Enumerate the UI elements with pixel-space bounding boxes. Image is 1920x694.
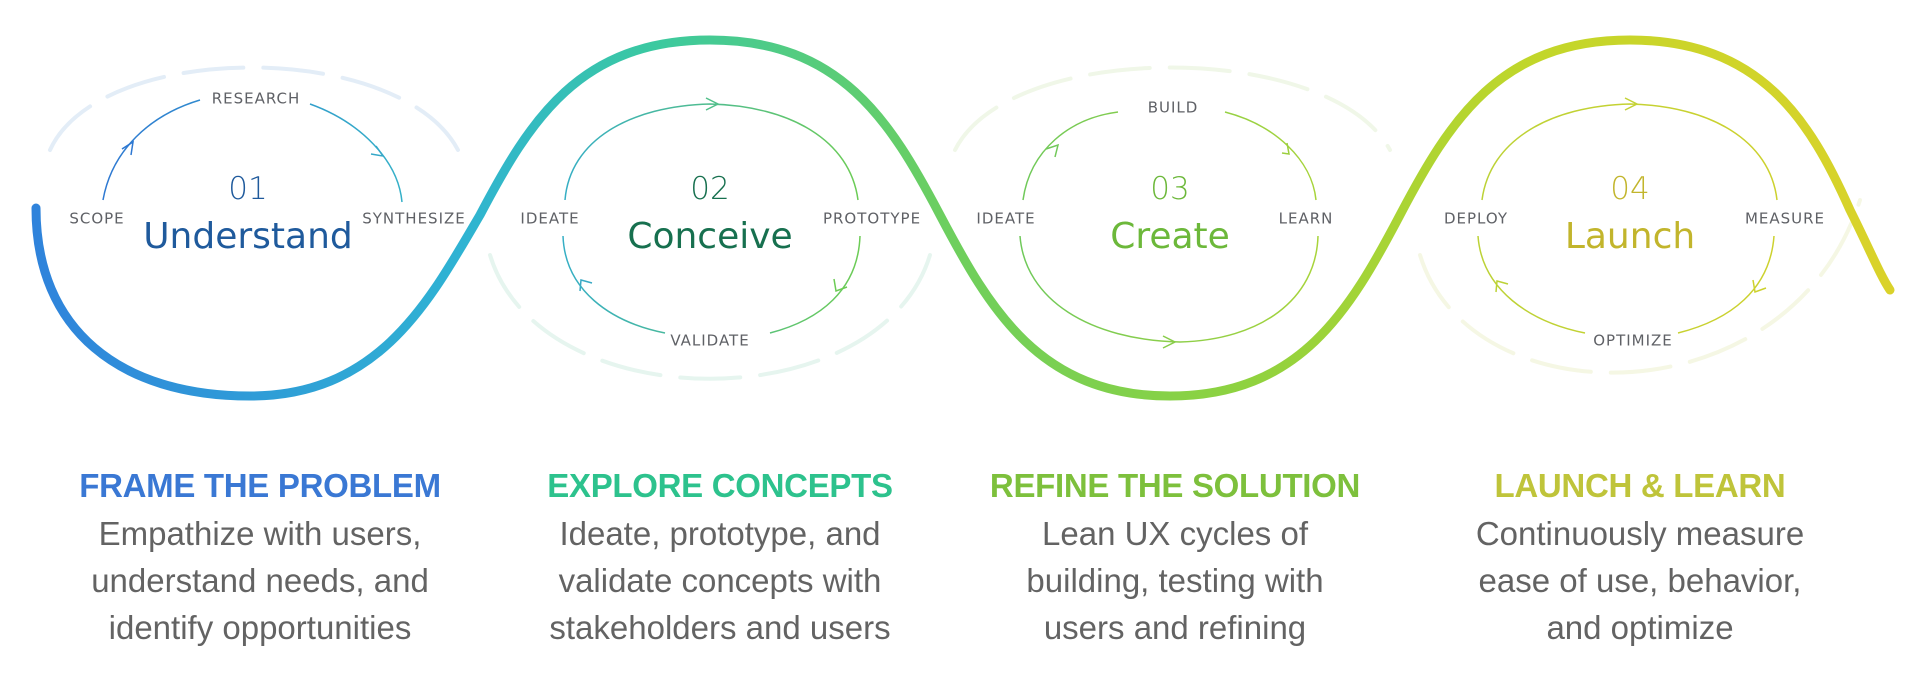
description-line: validate concepts with	[558, 562, 882, 599]
arrow-head-icon	[833, 278, 848, 293]
arrow-head-icon	[1162, 335, 1177, 349]
arrow-head-icon	[705, 97, 720, 111]
arrow-head-icon	[1045, 143, 1060, 158]
stage-description: Lean UX cycles of building, testing with…	[955, 510, 1395, 651]
cycle-arc-bottom	[562, 235, 861, 334]
cycle-label-top: BUILD	[1148, 99, 1199, 117]
description-line: building, testing with	[1026, 562, 1324, 599]
stage-3-cycle: BUILD IDEATE LEARN 03 Create	[976, 99, 1334, 349]
stage-4-description: LAUNCH & LEARN Continuously measure ease…	[1420, 462, 1860, 651]
stage-name: Launch	[1565, 216, 1695, 257]
faint-guide-arcs	[48, 65, 1862, 381]
stage-descriptions: FRAME THE PROBLEM Empathize with users, …	[0, 462, 1920, 694]
arrow-head-icon	[1624, 97, 1639, 111]
stage-description: Continuously measure ease of use, behavi…	[1420, 510, 1860, 651]
cycle-label-left: DEPLOY	[1444, 210, 1508, 228]
stage-number: 01	[228, 171, 267, 207]
description-line: Ideate, prototype, and	[559, 515, 881, 552]
arrow-head-icon	[1752, 279, 1767, 294]
stage-name: Create	[1110, 216, 1230, 257]
cycle-label-top: RESEARCH	[212, 90, 301, 108]
description-line: ease of use, behavior,	[1478, 562, 1802, 599]
description-line: identify opportunities	[108, 609, 412, 646]
cycle-label-right: SYNTHESIZE	[362, 210, 466, 228]
stage-name: Conceive	[627, 216, 792, 257]
stage-2-description: EXPLORE CONCEPTS Ideate, prototype, and …	[500, 462, 940, 651]
cycle-label-left: SCOPE	[69, 210, 124, 228]
stage-number: 03	[1150, 171, 1189, 207]
description-line: stakeholders and users	[549, 609, 891, 646]
arrow-head-icon	[1495, 280, 1509, 293]
stage-number: 04	[1610, 171, 1649, 207]
stage-3-description: REFINE THE SOLUTION Lean UX cycles of bu…	[955, 462, 1395, 651]
arrow-head-icon	[579, 279, 593, 292]
description-line: Lean UX cycles of	[1042, 515, 1308, 552]
main-wave-path	[31, 35, 1895, 401]
stage-heading: REFINE THE SOLUTION	[989, 467, 1361, 504]
description-line: Empathize with users,	[98, 515, 422, 552]
cycle-label-left: IDEATE	[520, 210, 579, 228]
arrow-head-icon	[121, 140, 134, 156]
stage-description: Empathize with users, understand needs, …	[40, 510, 480, 651]
stage-1-description: FRAME THE PROBLEM Empathize with users, …	[40, 462, 480, 651]
stage-2-cycle: IDEATE PROTOTYPE VALIDATE 02 Conceive	[520, 97, 921, 350]
cycle-arc-right	[1224, 111, 1317, 201]
process-wave-diagram: RESEARCH SCOPE SYNTHESIZE 01 Understand …	[31, 35, 1895, 401]
stage-number: 02	[690, 171, 729, 207]
cycle-label-right: MEASURE	[1745, 210, 1825, 228]
cycle-arc-left	[1022, 111, 1119, 201]
cycle-label-right: LEARN	[1279, 210, 1334, 228]
description-line: understand needs, and	[91, 562, 429, 599]
stage-heading: FRAME THE PROBLEM	[79, 467, 441, 504]
cycle-label-left: IDEATE	[976, 210, 1035, 228]
arrow-head-icon	[370, 145, 385, 158]
arrow-head-icon	[1281, 142, 1290, 155]
cycle-arc-top	[564, 103, 859, 201]
cycle-arc-right	[309, 103, 403, 203]
cycle-arc-bottom	[1019, 235, 1319, 343]
description-line: Continuously measure	[1475, 515, 1805, 552]
cycle-label-right: PROTOTYPE	[823, 210, 921, 228]
cycle-label-bottom: VALIDATE	[670, 332, 749, 350]
cycle-label-bottom: OPTIMIZE	[1593, 332, 1673, 350]
cycle-arc-bottom	[1477, 235, 1775, 334]
stage-4-cycle: DEPLOY MEASURE OPTIMIZE 04 Launch	[1444, 97, 1825, 350]
description-line: users and refining	[1043, 609, 1307, 646]
stage-name: Understand	[143, 216, 353, 257]
cycle-arc-left	[102, 99, 201, 201]
stage-1-cycle: RESEARCH SCOPE SYNTHESIZE 01 Understand	[69, 90, 466, 258]
description-line: and optimize	[1546, 609, 1734, 646]
stage-description: Ideate, prototype, and validate concepts…	[500, 510, 940, 651]
cycle-arc-top	[1481, 103, 1778, 201]
stage-heading: EXPLORE CONCEPTS	[547, 467, 893, 504]
stage-heading: LAUNCH & LEARN	[1494, 467, 1786, 504]
